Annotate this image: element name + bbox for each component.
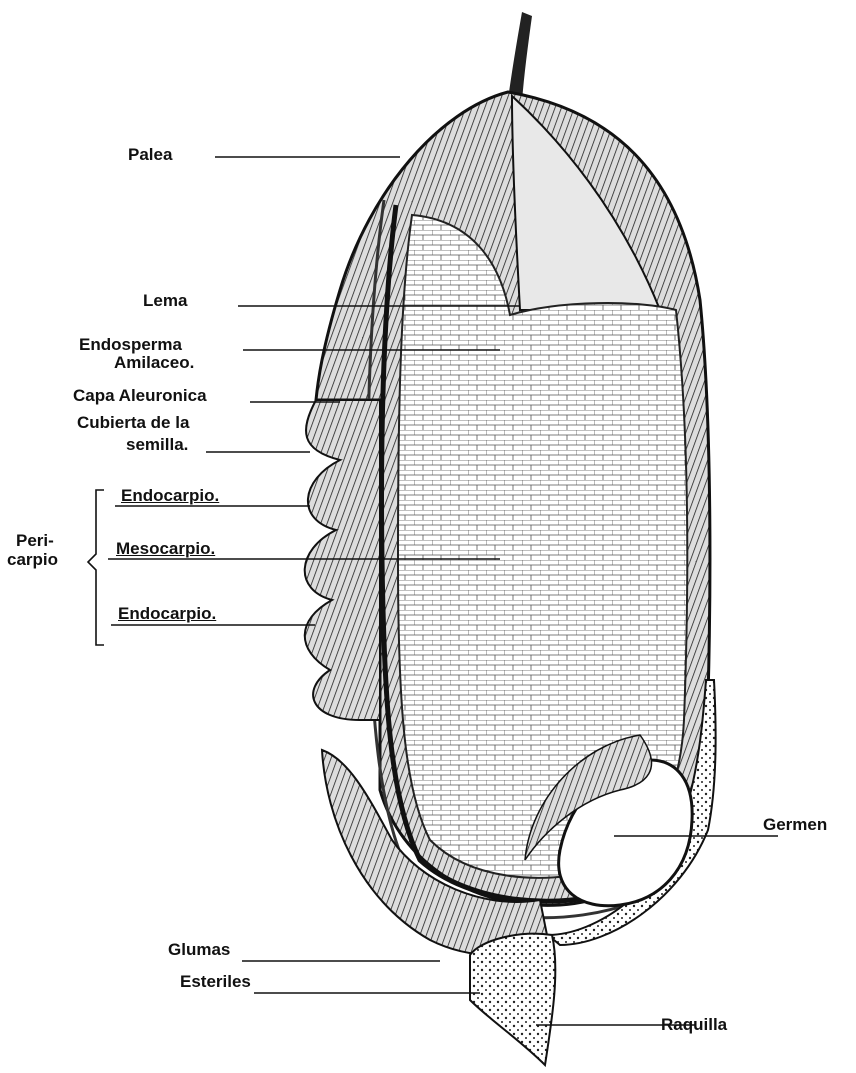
label-raquilla: Raquilla [661, 1016, 727, 1033]
label-cubierta-line1: Cubierta de la [77, 414, 189, 431]
label-cubierta-line2: semilla. [126, 436, 188, 453]
label-endosperma-line2: Amilaceo. [114, 354, 194, 371]
label-endocarpio-top: Endocarpio. [121, 487, 219, 504]
label-capa-aleuronica: Capa Aleuronica [73, 387, 207, 404]
label-palea: Palea [128, 146, 172, 163]
pericarp-folds [305, 400, 380, 720]
label-pericarpio-line2: carpio [7, 551, 58, 568]
label-pericarpio-line1: Peri- [16, 532, 54, 549]
rachilla [470, 934, 555, 1065]
label-endosperma-line1: Endosperma [79, 336, 182, 353]
label-glumas: Glumas [168, 941, 230, 958]
label-esteriles: Esteriles [180, 973, 251, 990]
label-lema: Lema [143, 292, 187, 309]
label-germen: Germen [763, 816, 827, 833]
label-endocarpio-bottom: Endocarpio. [118, 605, 216, 622]
label-mesocarpio: Mesocarpio. [116, 540, 215, 557]
awn [508, 12, 532, 102]
